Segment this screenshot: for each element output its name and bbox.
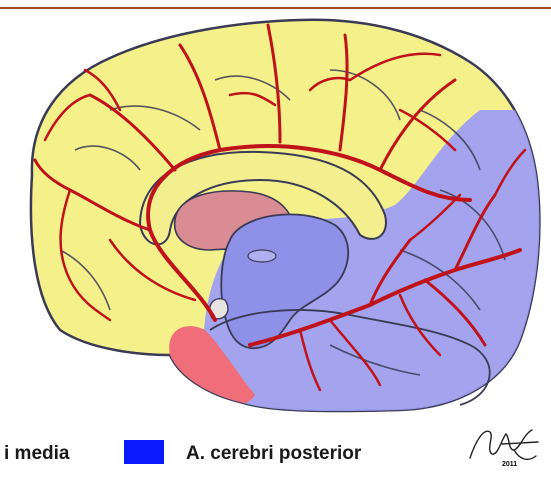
legend-swatch-posterior bbox=[124, 440, 164, 464]
artist-signature: 2011 bbox=[462, 420, 542, 470]
legend-label-posterior: A. cerebri posterior bbox=[186, 443, 361, 465]
brain-medial-illustration bbox=[0, 0, 551, 420]
mamillary-body bbox=[248, 250, 276, 262]
signature-year: 2011 bbox=[502, 461, 517, 468]
legend-label-media: i media bbox=[4, 443, 69, 465]
